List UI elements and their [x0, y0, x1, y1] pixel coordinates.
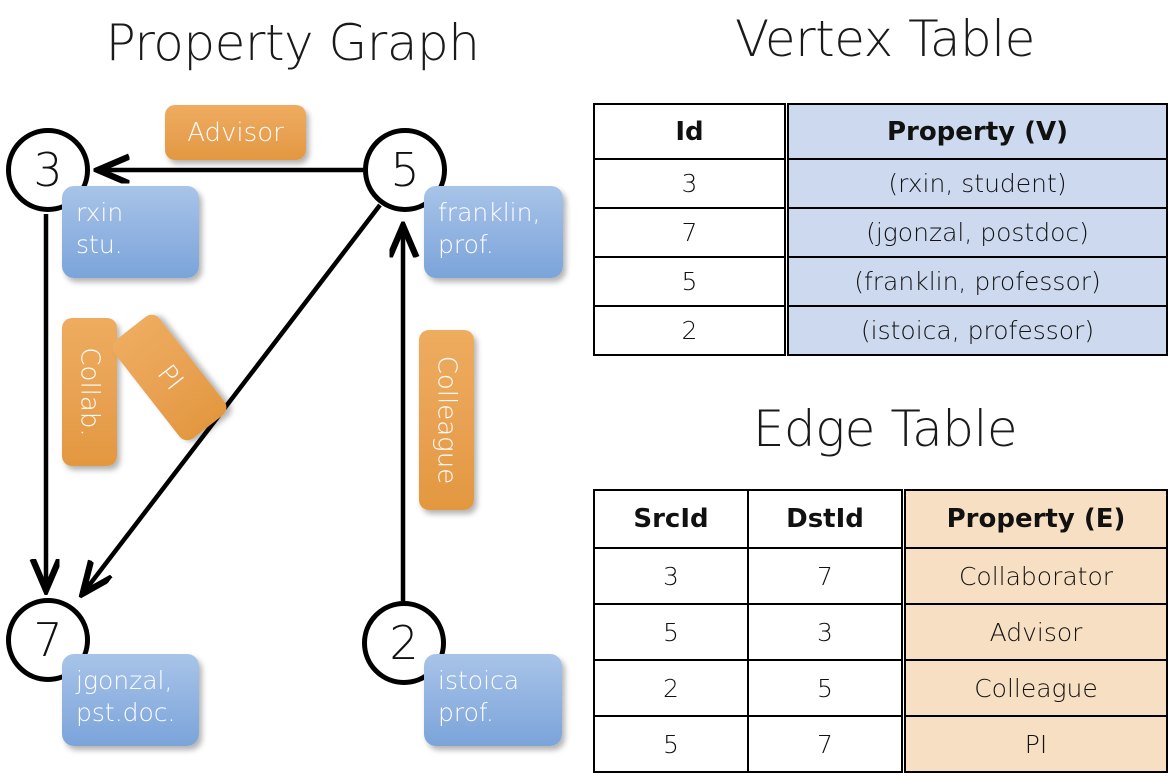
cell-srcid: 5: [593, 715, 749, 773]
table-row[interactable]: 3 7 Collaborator: [593, 547, 1168, 605]
cell-id: 3: [593, 158, 788, 209]
edge-line-pi: [84, 203, 382, 592]
cell-dstid: 5: [747, 659, 905, 717]
vertex-property-box-franklin[interactable]: franklin, prof.: [424, 186, 563, 278]
vertex-property-box-jgonzal[interactable]: jgonzal, pst.doc.: [62, 654, 199, 746]
edge-label-text: Colleague: [431, 355, 462, 485]
vertex-property-line-1: rxin: [76, 198, 124, 227]
vertex-property-line-1: istoica: [438, 666, 520, 695]
table-row[interactable]: 2 5 Colleague: [593, 659, 1168, 717]
vertex-property-line-1: jgonzal,: [76, 666, 173, 695]
vertex-node-5[interactable]: 5: [363, 128, 447, 212]
cell-dstid: 7: [747, 715, 905, 773]
cell-srcid: 5: [593, 603, 749, 661]
edge-label-text: Advisor: [187, 117, 284, 148]
vertex-property-line-2: stu.: [76, 230, 123, 259]
cell-property: (istoica, professor): [784, 305, 1168, 356]
vertex-property-box-istoica[interactable]: istoica prof.: [424, 654, 562, 746]
edge-label-text: Collab.: [74, 347, 105, 437]
cell-property: Collaborator: [901, 547, 1168, 605]
page-title-property-graph: Property Graph: [105, 14, 480, 72]
table-row[interactable]: 2 (istoica, professor): [593, 305, 1168, 356]
table-row[interactable]: 5 7 PI: [593, 715, 1168, 773]
cell-property: (franklin, professor): [784, 256, 1168, 307]
column-header-property-v: Property (V): [784, 103, 1168, 160]
vertex-table: Id Property (V) 3 (rxin, student) 7 (jgo…: [593, 103, 1168, 356]
vertex-property-line-2: pst.doc.: [76, 698, 176, 727]
cell-srcid: 3: [593, 547, 749, 605]
column-header-srcid: SrcId: [593, 489, 749, 549]
table-row[interactable]: 3 (rxin, student): [593, 158, 1168, 209]
page-title-edge-table: Edge Table: [752, 400, 1018, 458]
edge-table: SrcId DstId Property (E) 3 7 Collaborato…: [593, 489, 1168, 773]
vertex-property-line-1: franklin,: [438, 198, 541, 227]
cell-property: Advisor: [901, 603, 1168, 661]
column-header-dstid: DstId: [747, 489, 905, 549]
edge-label-advisor[interactable]: Advisor: [165, 105, 306, 160]
table-row[interactable]: 7 (jgonzal, postdoc): [593, 207, 1168, 258]
vertex-property-box-rxin[interactable]: rxin stu.: [62, 186, 199, 278]
table-row[interactable]: 5 (franklin, professor): [593, 256, 1168, 307]
cell-property: (jgonzal, postdoc): [784, 207, 1168, 258]
cell-property: PI: [901, 715, 1168, 773]
cell-dstid: 7: [747, 547, 905, 605]
vertex-node-2[interactable]: 2: [362, 601, 446, 685]
column-header-property-e: Property (E): [901, 489, 1168, 549]
cell-id: 7: [593, 207, 788, 258]
table-row[interactable]: 5 3 Advisor: [593, 603, 1168, 661]
column-header-id: Id: [593, 103, 788, 160]
edge-label-colleague[interactable]: Colleague: [419, 330, 474, 510]
cell-id: 5: [593, 256, 788, 307]
table-header-row: SrcId DstId Property (E): [593, 489, 1168, 549]
property-graph-diagram: 3 5 7 2 rxin stu. franklin, prof. jgonza…: [0, 0, 585, 760]
cell-property: (rxin, student): [784, 158, 1168, 209]
edge-label-collab[interactable]: Collab.: [62, 318, 117, 466]
vertex-property-line-2: prof.: [438, 230, 494, 259]
edge-label-text: PI: [150, 359, 189, 396]
graph-edges-svg: [0, 0, 585, 601]
cell-dstid: 3: [747, 603, 905, 661]
vertex-property-line-2: prof.: [438, 698, 494, 727]
cell-id: 2: [593, 305, 788, 356]
page-title-vertex-table: Vertex Table: [735, 10, 1035, 68]
cell-property: Colleague: [901, 659, 1168, 717]
table-header-row: Id Property (V): [593, 103, 1168, 160]
cell-srcid: 2: [593, 659, 749, 717]
